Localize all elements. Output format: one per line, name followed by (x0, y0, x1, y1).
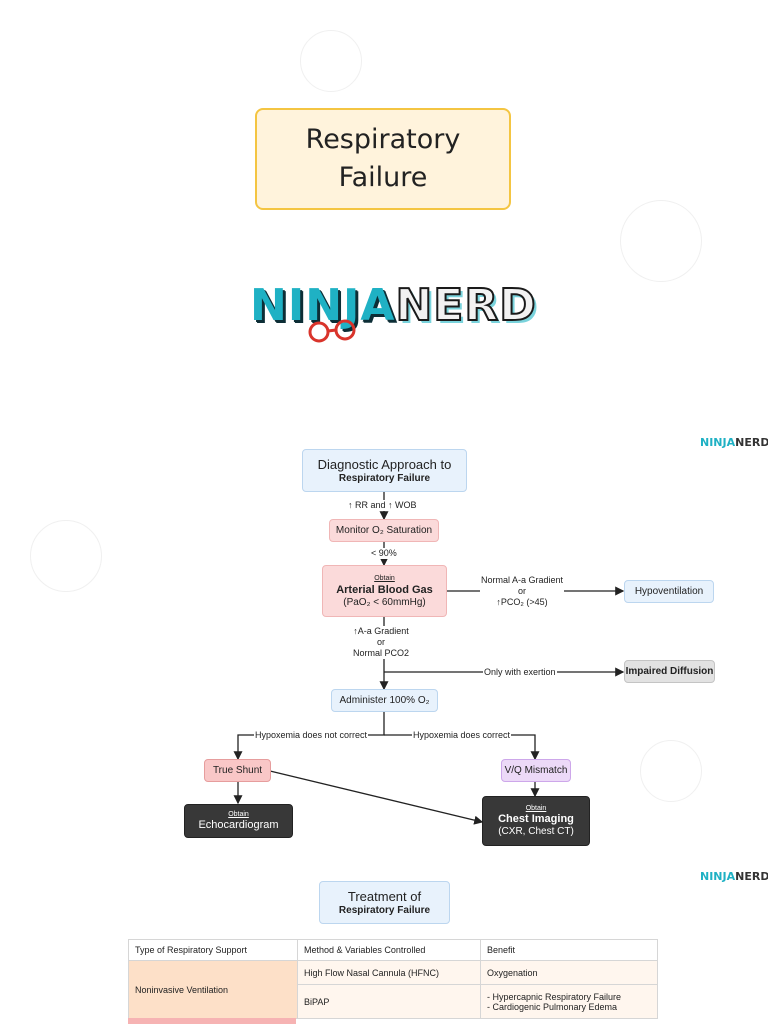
edge-label-high-aa: ↑A-a Gradient or Normal PCO2 (352, 626, 411, 659)
ninja-nerd-logo-small: NINJANERD (700, 870, 768, 883)
administer-o2-node: Administer 100% O₂ (331, 689, 438, 712)
edge-label-normal-aa: Normal A-a Gradient or ↑PCO₂ (>45) (480, 575, 565, 608)
hypoventilation-node: Hypoventilation (624, 580, 714, 603)
table-row: Noninvasive Ventilation High Flow Nasal … (128, 960, 658, 1019)
abg-title: Arterial Blood Gas (336, 583, 433, 596)
chest-imaging-node: Obtain Chest Imaging (CXR, Chest CT) (482, 796, 590, 846)
page-title: Respiratory Failure (255, 108, 511, 210)
table-cell-benefit: Oxygenation (480, 960, 658, 985)
edge-label-high-aa-2: or (377, 637, 386, 647)
table-cell-category: Noninvasive Ventilation (128, 960, 298, 1019)
treatment-title-node: Treatment of Respiratory Failure (319, 881, 450, 924)
table-header: Benefit (480, 939, 658, 961)
edge-label-rr-wob: ↑ RR and ↑ WOB (347, 500, 418, 511)
connector-shunt-imaging (269, 770, 484, 825)
edge-label-not-correct: Hypoxemia does not correct (254, 730, 369, 741)
abg-obtain: Obtain (374, 574, 395, 582)
table-next-row-edge (128, 1018, 296, 1024)
ninja-nerd-logo-small: NINJANERD (700, 436, 768, 449)
table-cell-method: BiPAP (297, 984, 481, 1019)
abg-sub: (PaO₂ < 60mmHg) (343, 596, 426, 608)
logo-small-ninja: NINJA (700, 870, 736, 883)
logo-nerd-text: NERD (394, 279, 537, 332)
hypoventilation-label: Hypoventilation (634, 585, 704, 597)
diagnostic-approach-line2: Respiratory Failure (338, 473, 431, 484)
monitor-o2-label: Monitor O₂ Saturation (335, 524, 433, 536)
logo-small-nerd: NERD (735, 436, 768, 449)
page-title-line2: Failure (338, 162, 428, 193)
imaging-title: Chest Imaging (498, 813, 574, 825)
benefit-line: - Hypercapnic Respiratory Failure (487, 991, 622, 1002)
table-cell-benefit: - Hypercapnic Respiratory Failure - Card… (480, 984, 658, 1019)
ninja-nerd-logo: NINJANERD (250, 279, 537, 350)
background-doodle (620, 200, 702, 282)
edge-label-lt90: < 90% (370, 548, 398, 559)
table-header-row: Type of Respiratory Support Method & Var… (128, 939, 658, 961)
administer-o2-label: Administer 100% O₂ (339, 694, 430, 706)
background-doodle (640, 740, 702, 802)
edge-label-exertion: Only with exertion (483, 667, 557, 678)
vq-mismatch-node: V/Q Mismatch (501, 759, 571, 782)
edge-label-normal-aa-3: ↑PCO₂ (>45) (496, 597, 548, 607)
diagnostic-approach-line1: Diagnostic Approach to (317, 457, 452, 472)
logo-small-ninja: NINJA (700, 436, 736, 449)
edge-label-normal-aa-1: Normal A-a Gradient (481, 575, 564, 585)
edge-label-normal-aa-2: or (518, 586, 527, 596)
table-header: Method & Variables Controlled (297, 939, 481, 961)
glasses-icon (308, 319, 356, 343)
true-shunt-label: True Shunt (212, 764, 263, 776)
vq-mismatch-label: V/Q Mismatch (504, 764, 568, 776)
echo-obtain: Obtain (228, 811, 249, 818)
treatment-table: Type of Respiratory Support Method & Var… (128, 939, 658, 1019)
table-cell-method: High Flow Nasal Cannula (HFNC) (297, 960, 481, 985)
edge-label-does-correct: Hypoxemia does correct (412, 730, 512, 741)
treatment-title-line1: Treatment of (347, 889, 422, 904)
impaired-diffusion-node: Impaired Diffusion (624, 660, 715, 683)
edge-label-high-aa-1: ↑A-a Gradient (353, 626, 409, 636)
abg-node: Obtain Arterial Blood Gas (PaO₂ < 60mmHg… (322, 565, 447, 617)
imaging-sub: (CXR, Chest CT) (498, 826, 574, 837)
imaging-obtain: Obtain (525, 805, 547, 812)
benefit-line: Oxygenation (487, 967, 538, 978)
diagnostic-approach-node: Diagnostic Approach to Respiratory Failu… (302, 449, 467, 492)
edge-label-high-aa-3: Normal PCO2 (353, 648, 410, 658)
true-shunt-node: True Shunt (204, 759, 271, 782)
background-doodle (300, 30, 362, 92)
table-row: BiPAP - Hypercapnic Respiratory Failure … (129, 984, 658, 1019)
monitor-o2-node: Monitor O₂ Saturation (329, 519, 439, 542)
logo-small-nerd: NERD (735, 870, 768, 883)
table-header: Type of Respiratory Support (128, 939, 298, 961)
echocardiogram-node: Obtain Echocardiogram (184, 804, 293, 838)
benefit-line: - Cardiogenic Pulmonary Edema (487, 1001, 618, 1012)
background-doodle (30, 520, 102, 592)
page-title-line1: Respiratory (305, 124, 461, 155)
treatment-title-line2: Respiratory Failure (338, 905, 431, 916)
impaired-diffusion-label: Impaired Diffusion (625, 665, 714, 677)
echo-title: Echocardiogram (198, 819, 279, 831)
